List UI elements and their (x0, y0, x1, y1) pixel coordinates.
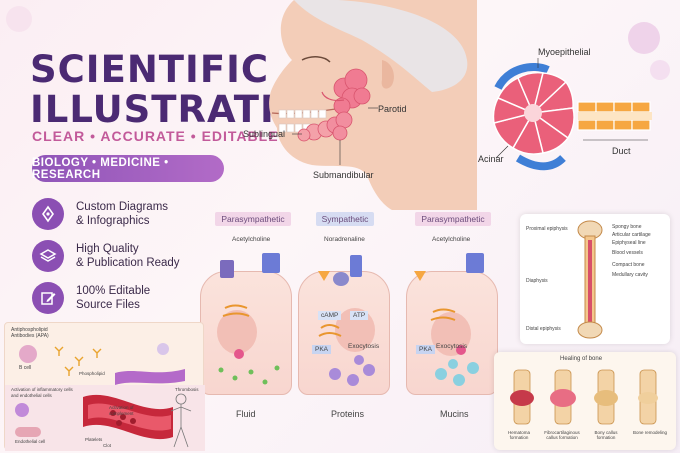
ligand-icon (318, 271, 330, 281)
label-acinar: Acinar (478, 154, 504, 164)
cell2-transmitter: Noradrenaline (324, 236, 365, 243)
exocytosis-label-1: Exocytosis (348, 343, 380, 350)
feature-high-quality: High Quality & Publication Ready (32, 240, 180, 272)
feature-line2: Source Files (76, 299, 140, 311)
bone-label-proximal: Proximal epiphysis (526, 226, 568, 232)
bone-label-diaphysis: Diaphysis (526, 278, 548, 284)
immuno-title: Antiphospholipid Antibodies (APA) (11, 327, 49, 339)
pka-label-2: PKA (416, 345, 436, 354)
stage-3-label: Bony callus formation (594, 430, 618, 440)
bone-anatomy-card: Proximal epiphysis Diaphysis Distal epip… (520, 214, 670, 344)
exocytosis-label-2: Exocytosis (436, 343, 468, 350)
immuno-title-line1: Antiphospholipid (11, 327, 48, 333)
cell3-transmitter: Acetylcholine (432, 236, 471, 243)
endothelial-label: Endothelial cell (15, 439, 46, 444)
long-bone-illustration (577, 220, 603, 339)
feature-line1: 100% Editable (76, 285, 151, 297)
b-cell-label: B cell (19, 365, 32, 371)
activation-line1: Activation of inflammatory cells (11, 387, 73, 392)
activation-line2: and endothelial cells (11, 392, 52, 398)
immunology-card: Antiphospholipid Antibodies (APA) B cell… (4, 322, 205, 451)
parotid-gland (333, 68, 371, 115)
cell3-output: Mucins (440, 409, 469, 419)
healing-stages-illustration (510, 369, 658, 425)
immuno-title-line2: Antibodies (APA) (11, 333, 49, 339)
stage-2-label: Fibrocartilaginous callus formation (544, 430, 580, 440)
bone-label-epiphyseal: Epiphyseal line (612, 240, 646, 246)
complement-label: Activation of complement (109, 405, 134, 416)
edit-icon (32, 282, 64, 314)
cell2-output: Proteins (331, 409, 365, 419)
feature-line1: High Quality (76, 243, 139, 255)
myoepithelial-cell (494, 63, 550, 91)
topics-pill: BIOLOGY • MEDICINE • RESEARCH (32, 155, 224, 182)
feature-custom-diagrams: Custom Diagrams & Infographics (32, 198, 168, 230)
layers-icon (32, 240, 64, 272)
cell3-header: Parasympathetic (415, 212, 491, 226)
acinar-cells (492, 71, 575, 155)
stage-4-label: Bone remodeling (632, 430, 668, 435)
label-parotid: Parotid (378, 104, 407, 114)
ligand-icon (414, 271, 426, 281)
cell-fluid (200, 271, 292, 395)
endothelial-cell (15, 427, 41, 437)
machr-receptor-2 (466, 253, 484, 273)
bone-label-spongy: Spongy bone (612, 224, 642, 230)
bone-label-medullary: Medullary cavity (612, 272, 648, 278)
label-myoepithelial: Myoepithelial (538, 47, 591, 57)
adrenergic-receptor (350, 255, 362, 277)
feature-line1: Custom Diagrams (76, 201, 169, 213)
antibody-illustration (54, 343, 185, 385)
cell1-transmitter: Acetylcholine (232, 236, 271, 243)
machr-receptor-1 (262, 253, 280, 273)
phospholipid-label: Phospholipid (79, 371, 105, 376)
bone-label-compact: Compact bone (612, 262, 645, 268)
acinus-diagram (492, 58, 652, 171)
camp-label: cAMP (318, 311, 342, 320)
label-sublingual: Sublingual (243, 129, 286, 139)
human-figure-icon (170, 393, 192, 448)
bone-healing-title: Healing of bone (560, 356, 603, 362)
blood-vessel-illustration (83, 394, 173, 440)
head-illustration (269, 0, 477, 210)
bone-label-cartilage: Articular cartilage (612, 232, 651, 238)
feature-line2: & Infographics (76, 215, 150, 227)
bg-dot-3 (6, 6, 32, 32)
submandibular-gland (326, 111, 353, 141)
activation-label: Activation of inflammatory cells and end… (11, 387, 73, 398)
cell1-output: Fluid (236, 409, 256, 419)
label-submandibular: Submandibular (313, 170, 374, 180)
bone-label-distal: Distal epiphysis (526, 326, 561, 332)
atp-label: ATP (350, 311, 369, 320)
cell1-header: Parasympathetic (215, 212, 291, 226)
cell-mucins (406, 271, 498, 395)
b-cell (19, 345, 37, 363)
cell2-header: Sympathetic (315, 212, 375, 226)
headline-line-1: SCIENTIFIC (30, 48, 270, 91)
bg-dot-2 (650, 60, 670, 80)
thrombosis-label: Thrombosis (175, 387, 199, 392)
bone-label-vessels: Blood vessels (612, 250, 643, 256)
cell-proteins (298, 271, 390, 395)
pen-tool-icon (32, 198, 64, 230)
bone-healing-card: Healing of bone Hematoma formation Fibro… (494, 352, 676, 450)
tagline: CLEAR • ACCURATE • EDITABLE (32, 128, 279, 144)
receptor-1 (220, 260, 234, 278)
platelets-label: Platelets (85, 437, 103, 442)
clot-label: Clot (103, 443, 112, 448)
pka-label: PKA (312, 345, 332, 354)
ac-enzyme (333, 272, 349, 286)
bg-dot-1 (628, 22, 660, 54)
inflammatory-cell (15, 403, 29, 417)
feature-line2: & Publication Ready (76, 257, 180, 269)
stage-1-label: Hematoma formation (507, 430, 530, 440)
secretion-panels: Parasympathetic Acetylcholine Fluid Symp… (200, 205, 500, 419)
label-duct: Duct (612, 146, 631, 156)
